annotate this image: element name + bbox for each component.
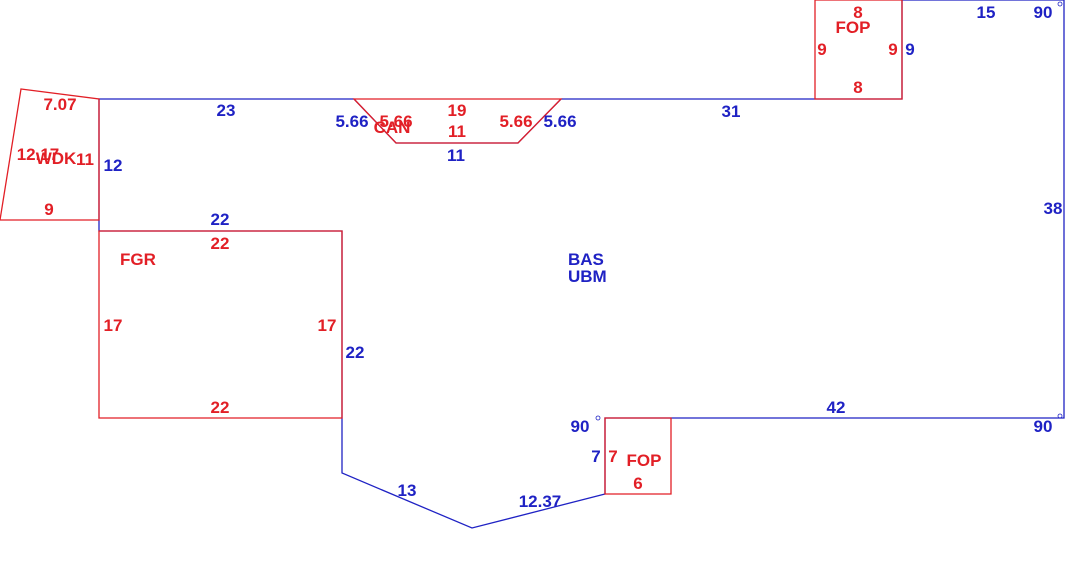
fop-top-edge-top: 8 (853, 3, 862, 22)
fgr-outline (98, 230, 343, 419)
fgr-edge-top: 22 (211, 234, 230, 253)
main-area-subcode: UBM (568, 267, 607, 286)
can-edge-bottom: 11 (448, 122, 466, 141)
edge-label: 22 (211, 210, 230, 229)
fop-bottom-outline (604, 417, 672, 495)
edge-label: 5.66 (543, 112, 576, 131)
angle-marker (595, 415, 601, 421)
fgr-code: FGR (120, 250, 156, 269)
angle-label: 90 (571, 417, 590, 436)
fop-bottom-edge-bottom: 6 (633, 474, 642, 493)
edge-label: 5.66 (335, 112, 368, 131)
can-edge-top: 19 (448, 101, 467, 120)
edge-label: 31 (722, 102, 741, 121)
edge-label: 22 (346, 343, 365, 362)
fop-top-edge-left: 9 (817, 40, 826, 59)
edge-label: 12.37 (519, 492, 562, 511)
edge-label: 15 (977, 3, 996, 22)
wdk-code: WDK (36, 149, 77, 168)
wdk-outline (0, 88, 100, 221)
wdk-edge-left: 12.17 (17, 145, 60, 164)
angle-label: 90 (1034, 3, 1053, 22)
angle-marker (1057, 413, 1063, 419)
edge-label: 7 (591, 447, 600, 466)
fop-top-outline (814, 0, 903, 100)
main-area-code: BAS (568, 250, 604, 269)
wdk-edge-bottom: 9 (44, 200, 53, 219)
edge-label: 42 (827, 398, 846, 417)
fop-top-code: FOP (836, 18, 871, 37)
edge-label: 12 (104, 156, 123, 175)
fop-top-edge-bottom: 8 (853, 78, 862, 97)
angle-marker (1057, 1, 1063, 7)
fop-bottom-code: FOP (627, 451, 662, 470)
fgr-edge-left: 17 (104, 316, 123, 335)
angle-label: 90 (1034, 417, 1053, 436)
fop-bottom-edge-left: 7 (608, 447, 617, 466)
edge-label: 38 (1044, 199, 1063, 218)
wdk-edge-top: 7.07 (43, 95, 76, 114)
fgr-edge-right: 17 (318, 316, 337, 335)
can-edge-left: 5.66 (379, 112, 412, 131)
fop-top-outer-edge: 9 (905, 40, 914, 59)
fop-top-edge-right: 9 (888, 40, 897, 59)
can-edge-right: 5.66 (499, 112, 532, 131)
fgr-edge-bottom: 22 (211, 398, 230, 417)
wdk-edge-right: 11 (76, 150, 94, 169)
edge-label: 11 (447, 146, 465, 165)
edge-label: 23 (217, 101, 236, 120)
can-outline (352, 98, 563, 144)
edge-label: 13 (398, 481, 417, 500)
can-code: CAN (374, 118, 411, 137)
